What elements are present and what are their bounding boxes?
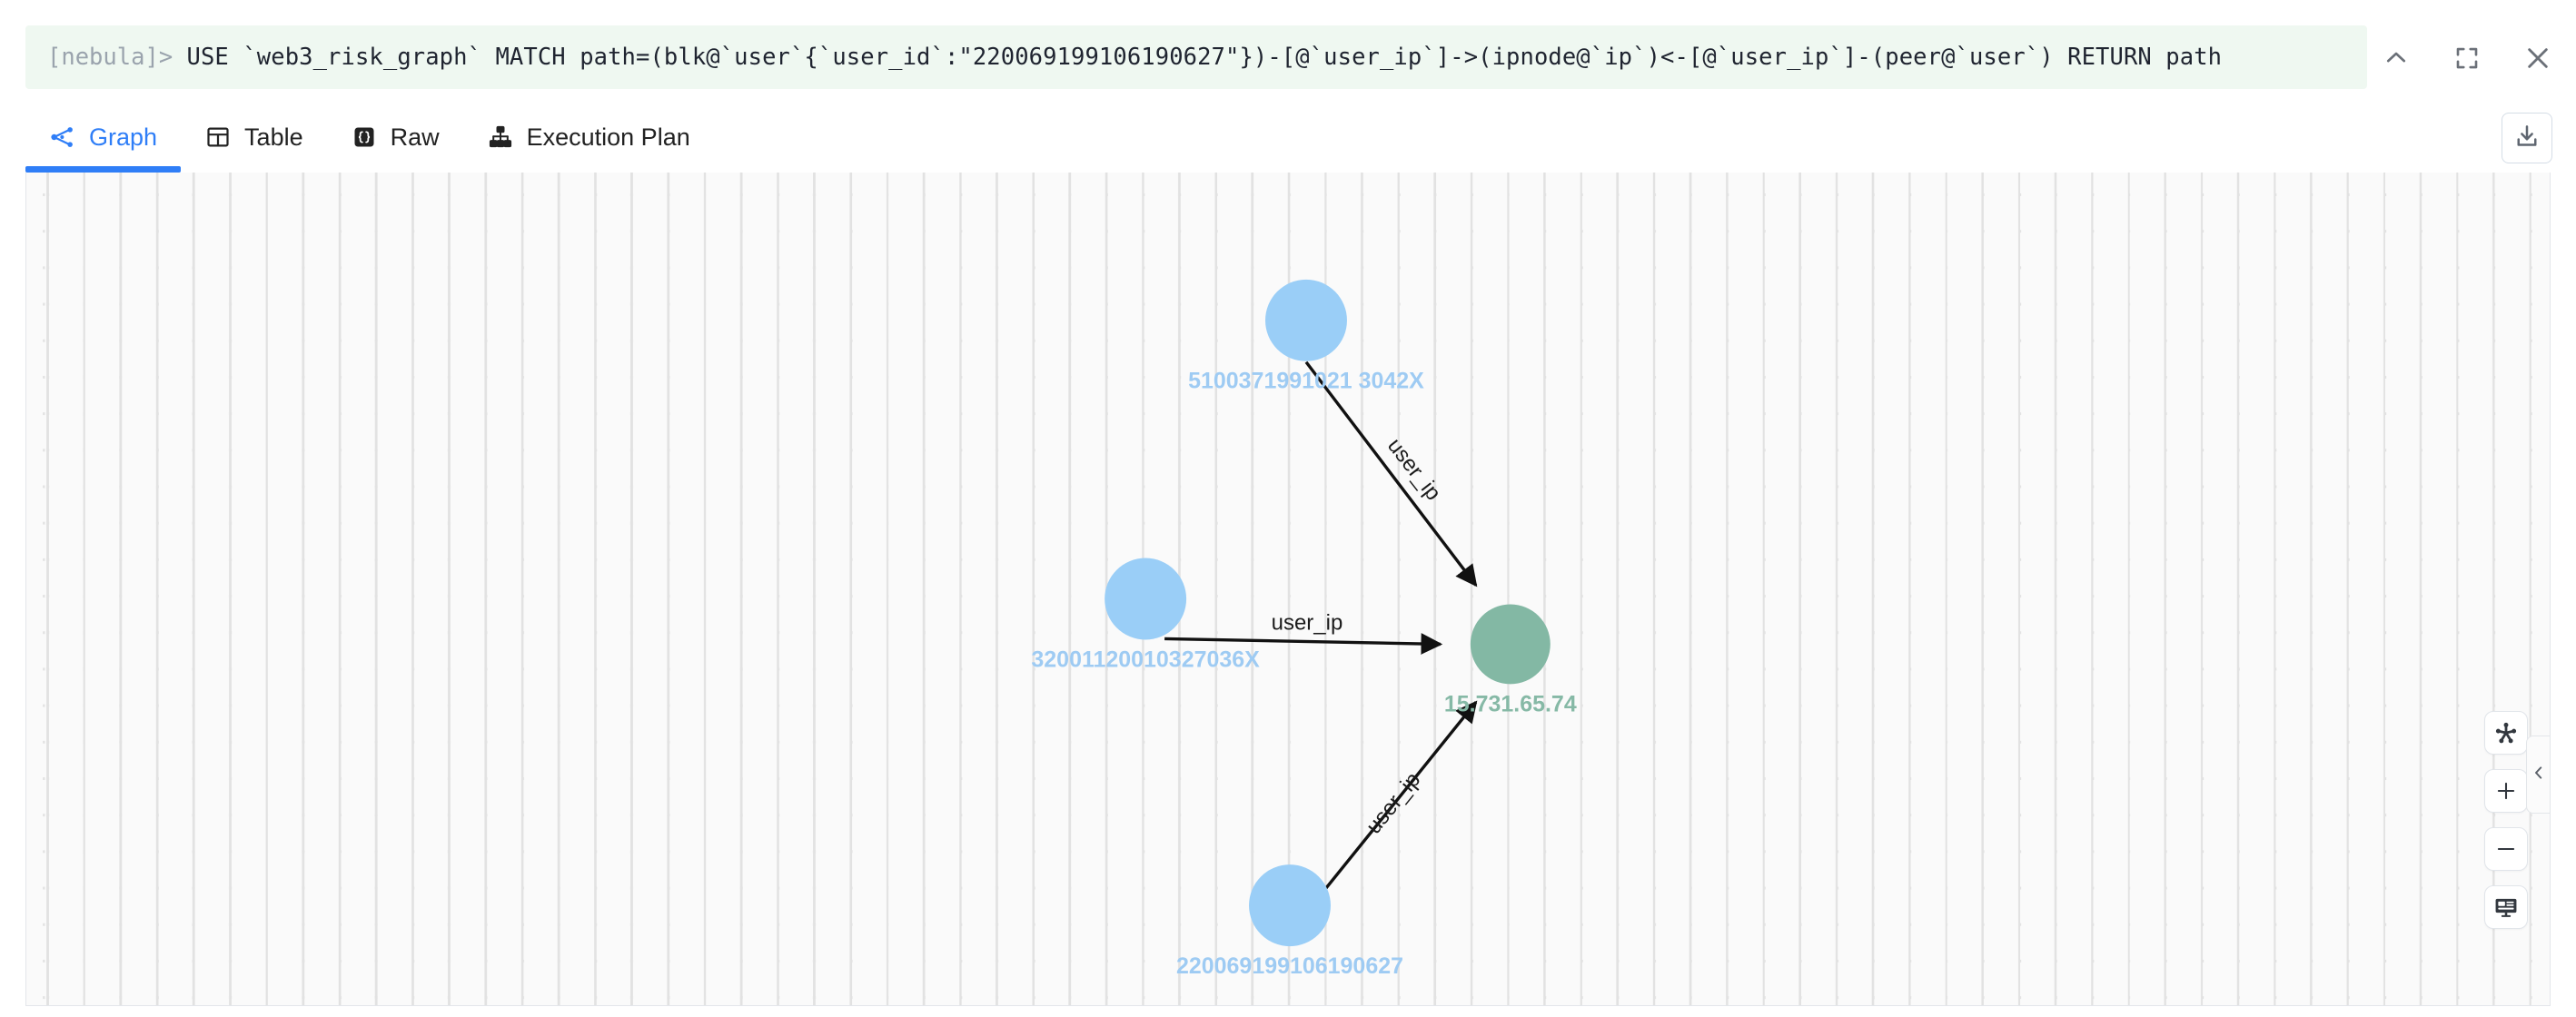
graph-edge[interactable]: user_ip <box>1309 700 1478 909</box>
fit-screen-icon <box>2493 894 2519 920</box>
query-actions <box>2378 40 2556 76</box>
execution-plan-icon <box>487 123 514 151</box>
table-icon <box>204 123 232 151</box>
tab-execution-plan[interactable]: Execution Plan <box>463 102 714 173</box>
graph-node-user-3[interactable]: 220069199106190627 <box>1176 864 1403 979</box>
raw-icon <box>351 123 378 151</box>
graph-edge[interactable]: user_ip <box>1164 610 1443 655</box>
query-row: [nebula]> USE `web3_risk_graph` MATCH pa… <box>0 0 2576 114</box>
collapse-chevron-up-icon[interactable] <box>2378 40 2414 76</box>
tab-raw[interactable]: Raw <box>327 102 463 173</box>
graph-edge[interactable]: user_ip <box>1304 360 1478 587</box>
graph-edges: user_ip user_ip user_ip <box>1164 360 1478 909</box>
tab-table[interactable]: Table <box>181 102 327 173</box>
tab-execution-plan-label: Execution Plan <box>526 123 690 151</box>
download-icon <box>2513 123 2541 154</box>
plus-icon <box>2494 779 2518 803</box>
query-bar[interactable]: [nebula]> USE `web3_risk_graph` MATCH pa… <box>25 25 2367 89</box>
result-tabbar: Graph Table <box>0 102 2576 173</box>
force-layout-icon <box>2493 720 2519 745</box>
graph-node-label: 15.731.65.74 <box>1444 691 1577 716</box>
edge-label: user_ip <box>1272 610 1343 635</box>
graph-node-label: 5100371991021 3042X <box>1188 369 1424 394</box>
graph-visualization[interactable]: user_ip user_ip user_ip 5100371991021 30… <box>26 173 2550 1005</box>
query-statement: USE `web3_risk_graph` MATCH path=(blk@`u… <box>186 44 2223 71</box>
minus-icon <box>2494 837 2518 861</box>
zoom-in-button[interactable] <box>2484 769 2528 813</box>
side-panel-toggle[interactable] <box>2526 736 2550 814</box>
layout-button[interactable] <box>2484 711 2528 755</box>
graph-node-label: 220069199106190627 <box>1176 953 1403 979</box>
graph-node-user-2[interactable]: 32001120010327036X <box>1031 558 1260 673</box>
graph-canvas[interactable]: user_ip user_ip user_ip 5100371991021 30… <box>25 173 2551 1006</box>
zoom-out-button[interactable] <box>2484 827 2528 871</box>
graph-node-label: 32001120010327036X <box>1031 647 1260 672</box>
fullscreen-icon[interactable] <box>2449 40 2485 76</box>
query-prompt: [nebula]> <box>47 44 187 71</box>
close-icon[interactable] <box>2520 40 2556 76</box>
graph-node-ip[interactable]: 15.731.65.74 <box>1444 604 1577 716</box>
tab-table-label: Table <box>244 123 303 151</box>
edge-label: user_ip <box>1382 434 1446 506</box>
fit-view-button[interactable] <box>2484 885 2528 929</box>
tab-raw-label: Raw <box>390 123 440 151</box>
tab-graph[interactable]: Graph <box>25 102 182 173</box>
edge-label: user_ip <box>1362 767 1425 838</box>
graph-icon <box>49 123 76 151</box>
download-button[interactable] <box>2502 113 2552 163</box>
tab-graph-label: Graph <box>89 123 158 151</box>
graph-node-user-1[interactable]: 5100371991021 3042X <box>1188 279 1424 394</box>
graph-toolbar <box>2484 711 2528 929</box>
chevron-left-icon <box>2531 765 2547 785</box>
tab-list: Graph Table <box>25 102 714 173</box>
